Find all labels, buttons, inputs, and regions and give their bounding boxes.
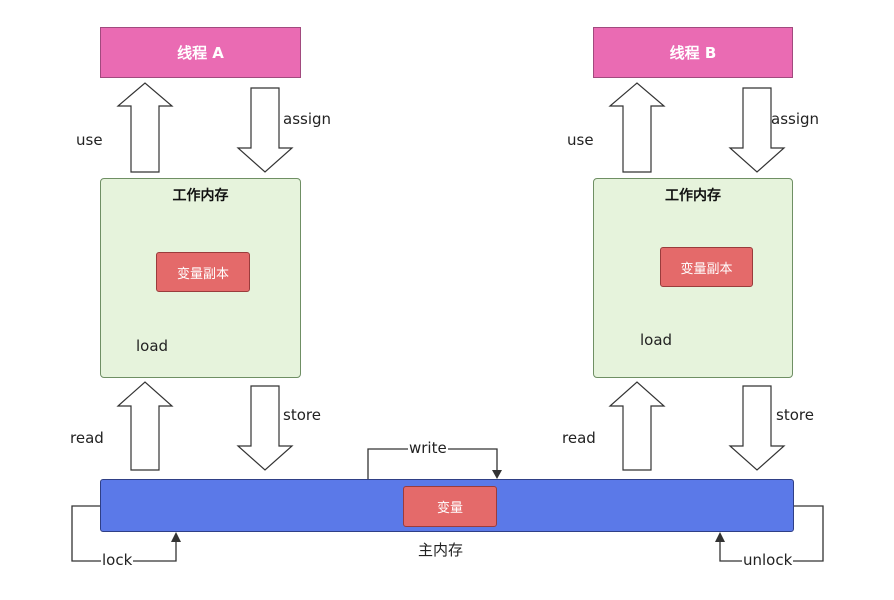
unlock-arrowhead [715, 532, 725, 542]
use-label-a: use [76, 131, 103, 149]
read-arrow-b [608, 381, 666, 471]
thread-a-box: 线程 A [100, 27, 301, 78]
assign-arrow-b [728, 87, 786, 173]
assign-arrow-a [236, 87, 294, 173]
working-memory-b-title: 工作内存 [665, 188, 721, 204]
unlock-connector [719, 505, 824, 562]
use-label-b: use [567, 131, 594, 149]
store-label-a: store [283, 406, 321, 424]
unlock-label: unlock [742, 551, 794, 569]
lock-label: lock [101, 551, 134, 569]
lock-connector [71, 505, 177, 562]
read-label-b: read [562, 429, 596, 447]
read-arrow-a [116, 381, 174, 471]
main-variable-label: 变量 [436, 501, 463, 516]
main-variable: 变量 [403, 486, 497, 527]
thread-b-box: 线程 B [593, 27, 793, 78]
variable-copy-b-label: 变量副本 [680, 261, 733, 277]
thread-b-label: 线程 B [669, 44, 717, 62]
store-label-b: store [776, 406, 814, 424]
lock-arrowhead [171, 532, 181, 542]
variable-copy-a: 变量副本 [156, 252, 250, 292]
variable-copy-a-label: 变量副本 [176, 266, 229, 282]
use-arrow-b [608, 82, 666, 173]
assign-label-b: assign [771, 110, 820, 128]
read-label-a: read [70, 429, 104, 447]
working-memory-a-title: 工作内存 [172, 188, 229, 204]
thread-a-label: 线程 A [177, 44, 224, 62]
assign-label-a: assign [283, 110, 332, 128]
store-arrow-b [728, 385, 786, 471]
variable-copy-b: 变量副本 [660, 247, 753, 287]
store-arrow-a [236, 385, 294, 471]
load-label-a: load [136, 337, 169, 355]
use-arrow-a [116, 82, 174, 173]
main-memory-caption: 主内存 [418, 541, 464, 559]
write-label: write [408, 439, 448, 457]
load-label-b: load [640, 331, 673, 349]
write-arrowhead [492, 470, 502, 479]
